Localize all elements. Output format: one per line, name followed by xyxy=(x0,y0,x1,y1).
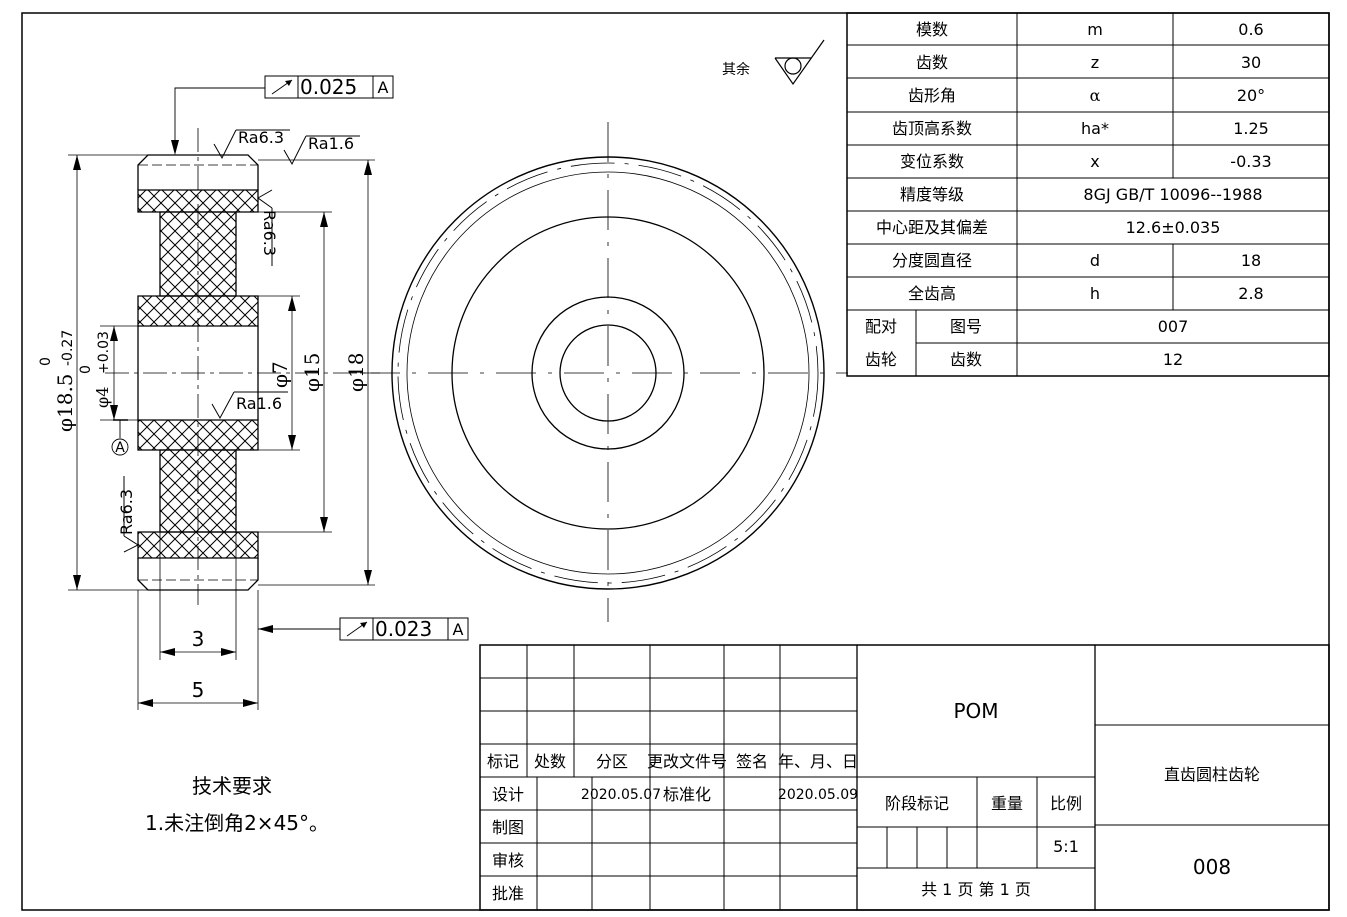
dim-outer-diameter-tol-upper: 0 xyxy=(38,357,54,366)
scale-value: 5:1 xyxy=(1053,837,1079,856)
material: POM xyxy=(953,699,998,723)
role-draw: 制图 xyxy=(492,818,524,837)
tech-req-item-1: 1.未注倒角2×45°。 xyxy=(145,811,329,835)
param-name-accuracy-grade: 精度等级 xyxy=(900,185,964,204)
dim-bore-tol-lower: +0.03 xyxy=(96,331,112,374)
ra-bore: Ra1.6 xyxy=(236,394,282,413)
param-symbol-pitch-diameter: d xyxy=(1090,251,1100,270)
mating-drawing-no-value: 007 xyxy=(1158,317,1189,336)
dim-pitch-diameter: φ18 xyxy=(344,353,368,392)
datum-symbol: A xyxy=(112,420,128,456)
param-value-teeth: 30 xyxy=(1241,53,1261,72)
param-symbol-tooth-height: h xyxy=(1090,284,1100,303)
ra-left-vertical: Ra6.3 xyxy=(117,489,136,535)
part-name: 直齿圆柱齿轮 xyxy=(1164,765,1260,784)
dim-total-width: 5 xyxy=(192,678,205,702)
tol-top-datum: A xyxy=(378,78,389,97)
gear-parameter-table: 模数 m 0.6 齿数 z 30 齿形角 α 20° 齿顶高系数 ha* 1.2… xyxy=(847,13,1329,376)
front-view xyxy=(360,122,848,622)
rev-header-mark: 标记 xyxy=(487,752,519,771)
section-view xyxy=(105,128,380,605)
param-value-accuracy-grade: 8GJ GB/T 10096--1988 xyxy=(1083,185,1262,204)
param-value-center-distance: 12.6±0.035 xyxy=(1126,218,1221,237)
param-symbol-pressure-angle: α xyxy=(1090,86,1101,105)
rev-header-doc: 更改文件号 xyxy=(647,752,727,771)
general-roughness-symbol: 其余 xyxy=(722,40,824,84)
rev-header-count: 处数 xyxy=(534,752,566,771)
param-value-addendum-coef: 1.25 xyxy=(1233,119,1269,138)
param-value-pitch-diameter: 18 xyxy=(1241,251,1261,270)
dim-bore-tol-upper: 0 xyxy=(78,365,94,374)
ra-top-right: Ra1.6 xyxy=(308,134,354,153)
param-symbol-profile-shift: x xyxy=(1090,152,1099,171)
tol-top-value: 0.025 xyxy=(300,75,357,99)
dimension-labels: φ18.5 0 -0.27 φ4 0 +0.03 φ7 φ15 φ18 3 5 xyxy=(38,330,368,702)
weight-label: 重量 xyxy=(991,794,1023,813)
param-symbol-module: m xyxy=(1087,20,1103,39)
ra-right-vertical: Ra6.3 xyxy=(260,210,279,256)
mating-teeth-label: 齿数 xyxy=(950,350,982,369)
param-name-tooth-height: 全齿高 xyxy=(908,284,956,303)
param-symbol-teeth: z xyxy=(1091,53,1099,72)
datum-label: A xyxy=(115,440,125,456)
param-name-pressure-angle: 齿形角 xyxy=(908,86,956,105)
roughness-symbols: Ra6.3 Ra1.6 Ra6.3 Ra1.6 Ra6.3 xyxy=(117,128,360,552)
rev-header-zone: 分区 xyxy=(596,752,628,771)
drawing-number: 008 xyxy=(1193,855,1231,879)
tol-bottom-datum: A xyxy=(453,620,464,639)
scale-label: 比例 xyxy=(1050,794,1082,813)
role-approve: 批准 xyxy=(492,884,524,903)
param-value-profile-shift: -0.33 xyxy=(1230,152,1271,171)
param-value-tooth-height: 2.8 xyxy=(1238,284,1263,303)
technical-requirements: 技术要求 1.未注倒角2×45°。 xyxy=(145,774,329,835)
role-check: 审核 xyxy=(492,851,524,870)
dim-hub-width: 3 xyxy=(192,627,205,651)
section-dimensions xyxy=(68,155,375,710)
tolerance-frame-top: 0.025 A xyxy=(171,75,393,155)
param-name-pitch-diameter: 分度圆直径 xyxy=(892,251,972,270)
rev-header-sign: 签名 xyxy=(736,752,768,771)
param-value-module: 0.6 xyxy=(1238,20,1263,39)
mating-teeth-value: 12 xyxy=(1163,350,1183,369)
rev-header-date: 年、月、日 xyxy=(778,752,858,771)
dim-bore-diameter: φ4 xyxy=(93,387,112,408)
mating-label-2: 齿轮 xyxy=(865,350,897,369)
sheet-count: 共 1 页 第 1 页 xyxy=(921,880,1031,899)
tol-bottom-value: 0.023 xyxy=(375,617,432,641)
param-name-center-distance: 中心距及其偏差 xyxy=(876,218,988,237)
dim-outer-diameter-tol-lower: -0.27 xyxy=(60,330,76,366)
ra-top-left: Ra6.3 xyxy=(238,128,284,147)
param-value-pressure-angle: 20° xyxy=(1237,86,1265,105)
dim-outer-diameter: φ18.5 xyxy=(53,373,77,432)
dim-hub-diameter: φ7 xyxy=(268,361,292,388)
tech-req-title: 技术要求 xyxy=(192,774,272,798)
param-symbol-addendum-coef: ha* xyxy=(1081,119,1109,138)
title-block: 标记 处数 分区 更改文件号 签名 年、月、日 设计 制图 审核 批准 2020… xyxy=(480,645,1329,910)
param-name-profile-shift: 变位系数 xyxy=(900,152,964,171)
param-name-teeth: 齿数 xyxy=(916,53,948,72)
param-name-module: 模数 xyxy=(916,20,948,39)
standardization-date: 2020.05.09 xyxy=(778,787,858,803)
standardization-label: 标准化 xyxy=(663,785,711,804)
rest-label: 其余 xyxy=(722,61,750,78)
tolerance-frame-bottom: 0.023 A xyxy=(258,617,468,641)
mating-label-1: 配对 xyxy=(865,317,897,336)
dim-web-diameter: φ15 xyxy=(300,353,324,392)
design-date: 2020.05.07 xyxy=(581,787,661,803)
mating-drawing-no-label: 图号 xyxy=(950,317,982,336)
param-name-addendum-coef: 齿顶高系数 xyxy=(892,119,972,138)
stage-mark-label: 阶段标记 xyxy=(885,794,949,813)
role-design: 设计 xyxy=(492,785,524,804)
